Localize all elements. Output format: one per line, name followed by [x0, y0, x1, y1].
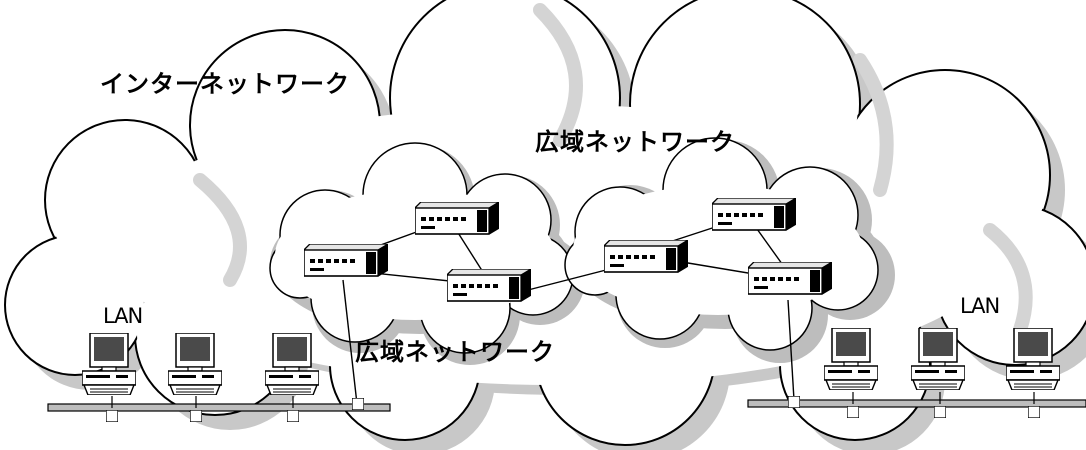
lan-left-cable	[47, 403, 391, 412]
lan-tap-icon	[1028, 406, 1040, 418]
lan-tap-icon	[934, 406, 946, 418]
label-wan-top: 広域ネットワーク	[535, 128, 735, 156]
lan-right-drops	[852, 392, 1035, 404]
computer-icon	[168, 333, 222, 395]
computer-icon	[1006, 328, 1060, 390]
lan-tap-icon	[287, 410, 299, 422]
label-lan-right: LAN	[960, 294, 999, 318]
computer-icon	[265, 333, 319, 395]
lan-tap-icon	[106, 410, 118, 422]
cloud-shading	[193, 3, 1033, 337]
lan-tap-icon	[352, 398, 364, 410]
router-icon	[712, 198, 796, 231]
computer-icon	[82, 333, 136, 395]
router-icon	[604, 240, 688, 273]
label-lan-left: LAN	[103, 304, 142, 328]
computer-icon	[824, 328, 878, 390]
lan-tap-icon	[847, 406, 859, 418]
router-icon	[447, 269, 531, 302]
lan-tap-icon	[788, 396, 800, 408]
lan-left-drops	[111, 396, 294, 408]
label-internetwork: インターネットワーク	[100, 70, 350, 98]
label-wan-bottom: 広域ネットワーク	[355, 338, 555, 366]
lan-right-cable	[747, 399, 1086, 408]
lan-tap-icon	[190, 410, 202, 422]
router-icon	[304, 244, 388, 277]
computer-icon	[911, 328, 965, 390]
router-icon	[748, 262, 832, 295]
router-icon	[415, 202, 499, 235]
